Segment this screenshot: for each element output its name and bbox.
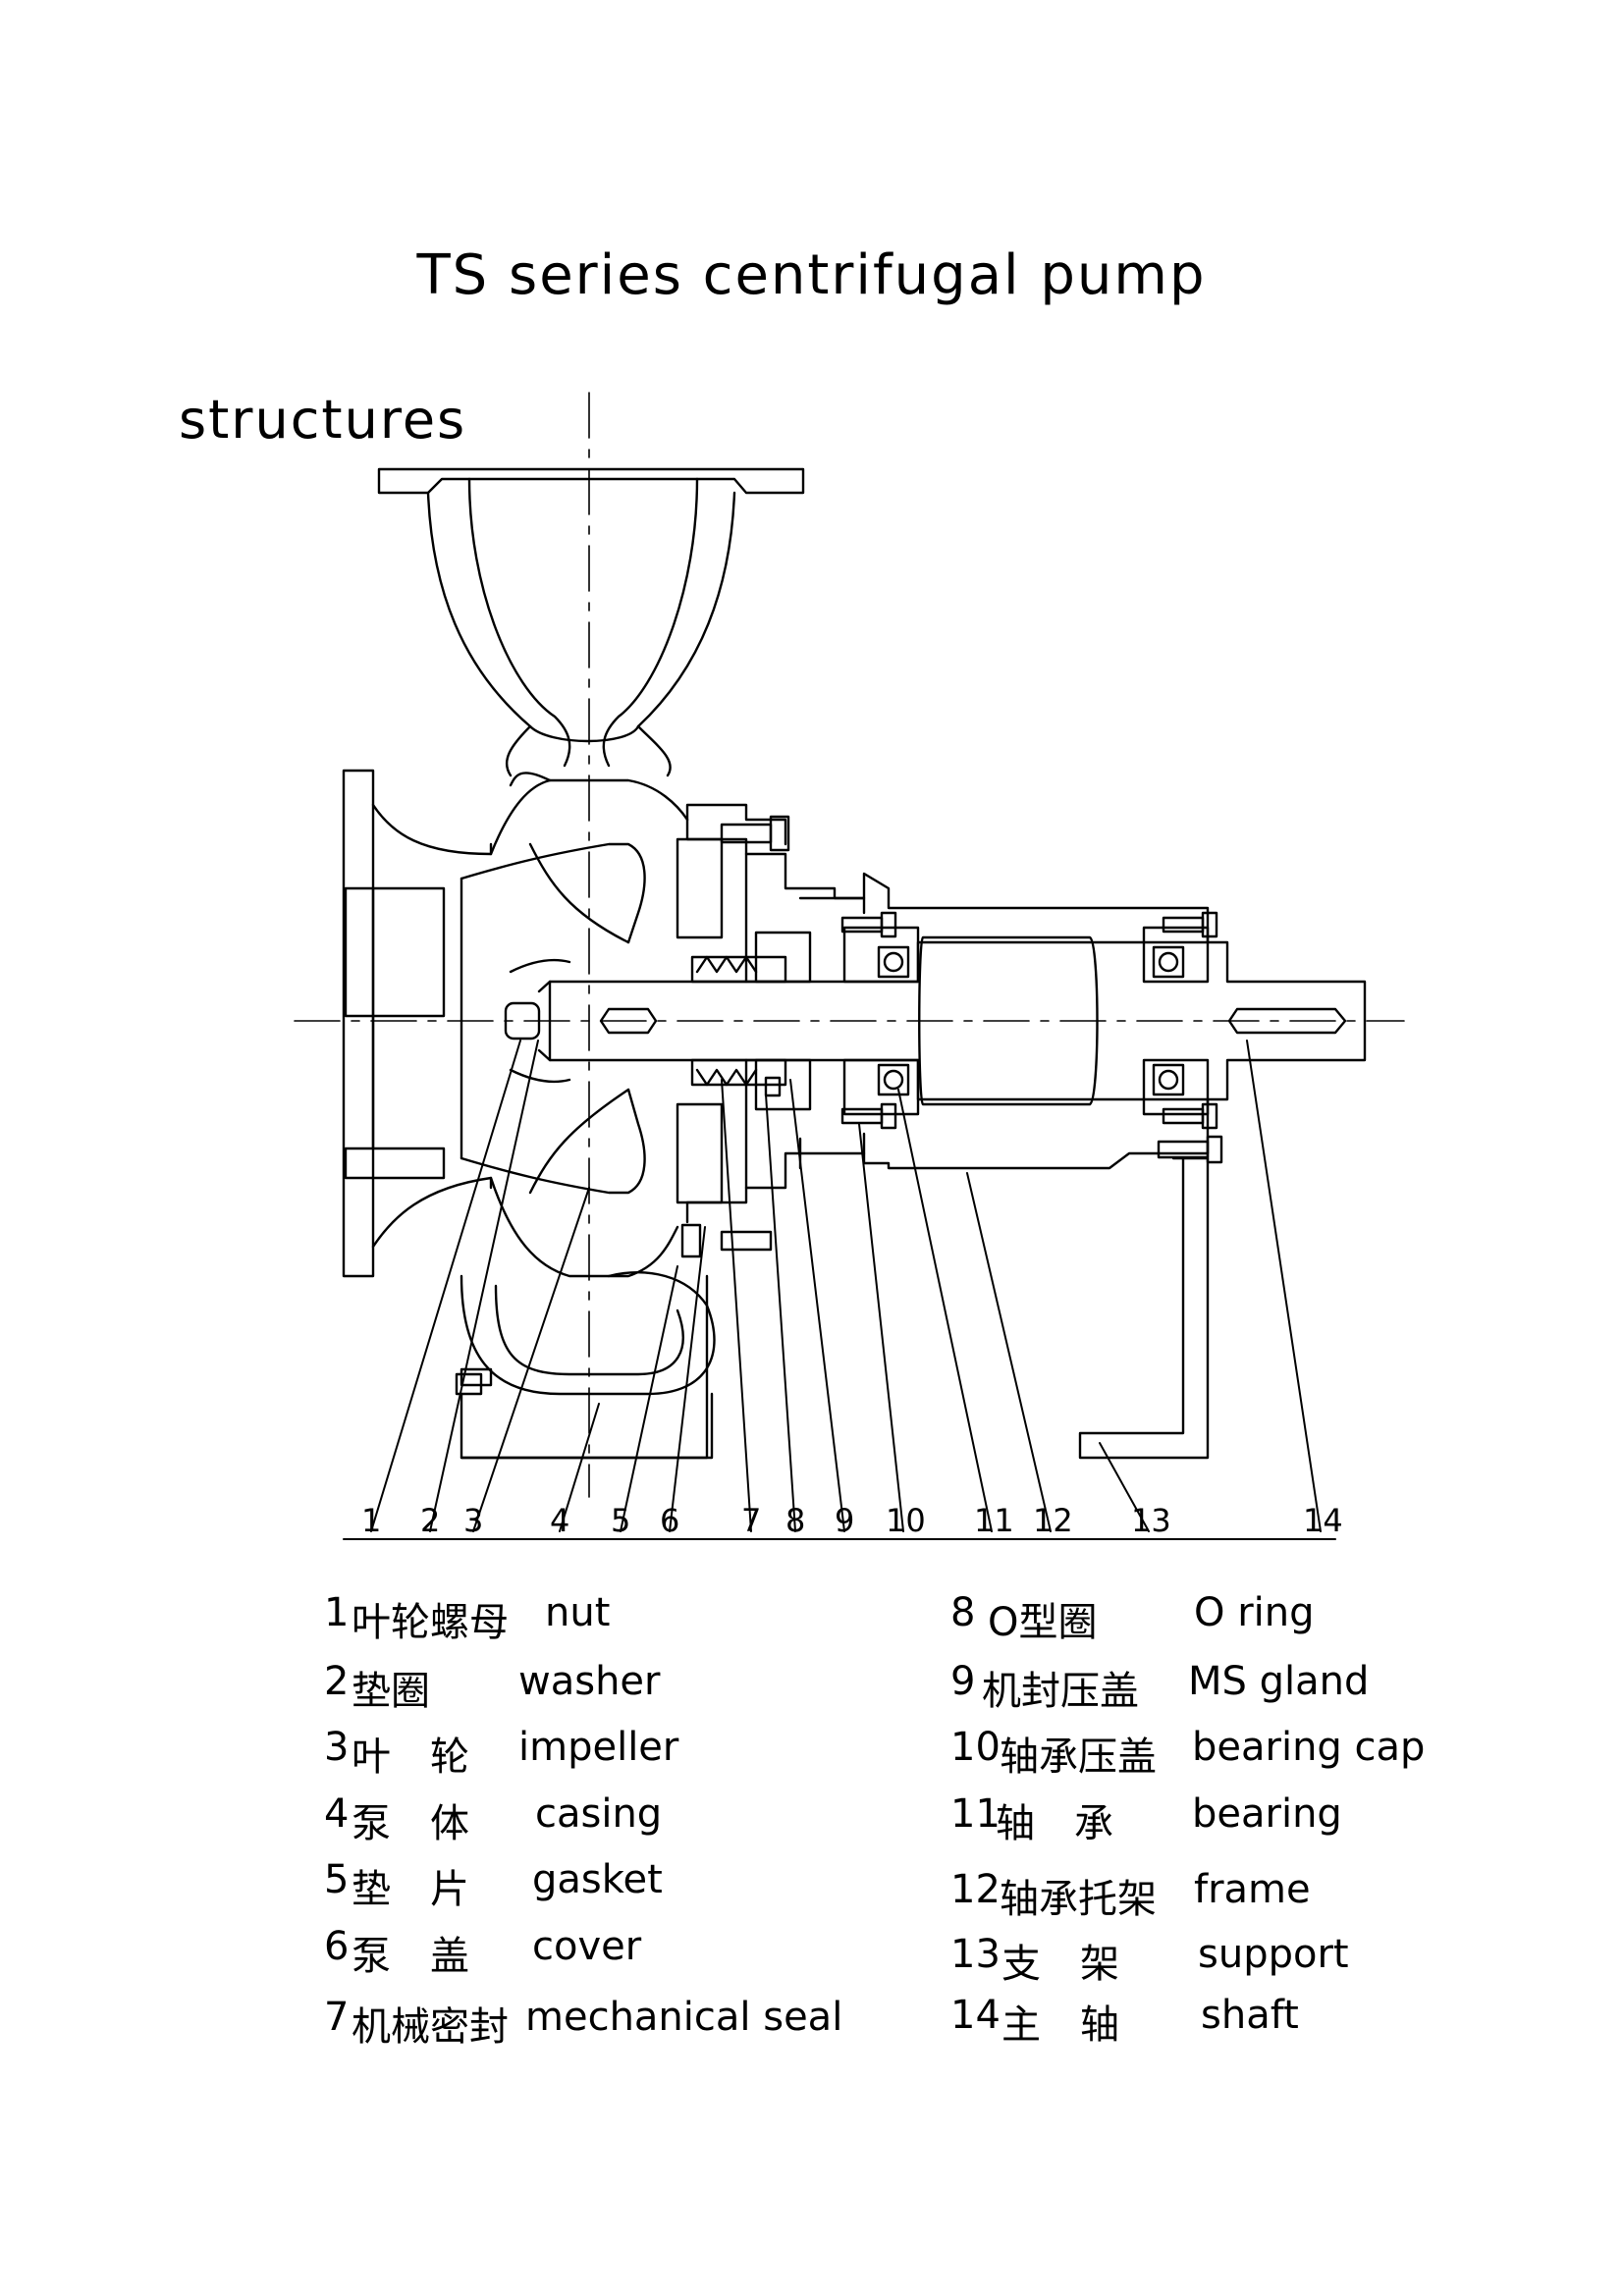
- callout-12: 12: [1033, 1502, 1073, 1539]
- legend-cn: 轴 承: [996, 1801, 1113, 1846]
- legend-cn: 机封压盖: [982, 1669, 1139, 1714]
- callout-4: 4: [550, 1502, 569, 1539]
- callout-7: 7: [741, 1502, 761, 1539]
- legend-cn: 垫 片: [352, 1867, 469, 1912]
- legend-num: 3: [324, 1725, 350, 1770]
- legend-en: casing: [535, 1791, 663, 1837]
- legend-num: 11: [950, 1791, 1001, 1837]
- legend-num: 8: [950, 1590, 976, 1635]
- legend-en: washer: [518, 1659, 661, 1704]
- bolts: [460, 815, 1223, 1387]
- legend-en: cover: [532, 1924, 642, 1969]
- legend-en: impeller: [518, 1725, 679, 1770]
- callout-6: 6: [660, 1502, 679, 1539]
- legend-en: frame: [1194, 1867, 1311, 1912]
- bearing-frame: [798, 872, 1210, 1170]
- legend-en: bearing: [1192, 1791, 1342, 1837]
- legend-cn: 轴承托架: [1000, 1877, 1157, 1922]
- legend-cn: 机械密封: [352, 2004, 509, 2050]
- callout-3: 3: [463, 1502, 483, 1539]
- callout-1: 1: [361, 1502, 381, 1539]
- legend-num: 6: [324, 1924, 350, 1969]
- legend-cn: 叶 轮: [352, 1735, 469, 1780]
- legend-num: 14: [950, 1993, 1001, 2038]
- legend-cn: O型圈: [988, 1600, 1098, 1645]
- bearings: [877, 945, 1185, 1096]
- impeller-nut: [504, 980, 552, 1062]
- diagram-subtitle: structures: [179, 389, 467, 451]
- mechanical-seal: [690, 931, 812, 1111]
- legend-cn: 泵 体: [352, 1801, 469, 1846]
- legend-en: bearing cap: [1192, 1725, 1426, 1770]
- support-bracket: [1078, 1156, 1210, 1460]
- callout-5: 5: [611, 1502, 630, 1539]
- legend-cn: 轴承压盖: [1000, 1735, 1157, 1780]
- callout-10: 10: [886, 1502, 926, 1539]
- legend-en: shaft: [1201, 1993, 1299, 2038]
- legend-num: 2: [324, 1659, 350, 1704]
- callout-13: 13: [1131, 1502, 1171, 1539]
- legend-cn: 垫圈: [352, 1669, 430, 1714]
- pump-casing: [455, 772, 787, 1460]
- callout-11: 11: [974, 1502, 1014, 1539]
- callout-9: 9: [835, 1502, 854, 1539]
- legend-num: 13: [950, 1932, 1001, 1977]
- callout-numbers: 1 2 3 4 5 6 7 8 9 10 11 12 13 14: [361, 1502, 1343, 1539]
- legend-num: 5: [324, 1857, 350, 1902]
- legend-num: 4: [324, 1791, 350, 1837]
- legend-cn: 支 架: [1001, 1942, 1119, 1987]
- center-lines: [294, 392, 1405, 1498]
- legend-en: gasket: [532, 1857, 663, 1902]
- impeller: [460, 842, 646, 1195]
- legend-en: nut: [545, 1590, 611, 1635]
- legend-cn: 叶轮螺母: [352, 1600, 509, 1645]
- legend-en: support: [1198, 1932, 1349, 1977]
- legend-num: 9: [950, 1659, 976, 1704]
- discharge-nozzle: [377, 467, 805, 777]
- legend-en: mechanical seal: [525, 1995, 843, 2040]
- legend-num: 1: [324, 1590, 350, 1635]
- callout-14: 14: [1303, 1502, 1343, 1539]
- leader-lines: [370, 1040, 1322, 1532]
- legend-num: 7: [324, 1995, 350, 2040]
- legend-en: O ring: [1194, 1590, 1315, 1635]
- legend-num: 12: [950, 1867, 1001, 1912]
- legend-en: MS gland: [1188, 1659, 1370, 1704]
- suction-flange: [342, 769, 493, 1278]
- callout-2: 2: [420, 1502, 440, 1539]
- legend-cn: 主 轴: [1001, 2002, 1119, 2048]
- legend-num: 10: [950, 1725, 1001, 1770]
- callout-8: 8: [785, 1502, 805, 1539]
- legend-cn: 泵 盖: [352, 1934, 469, 1979]
- diagram-title: TS series centrifugal pump: [416, 243, 1207, 307]
